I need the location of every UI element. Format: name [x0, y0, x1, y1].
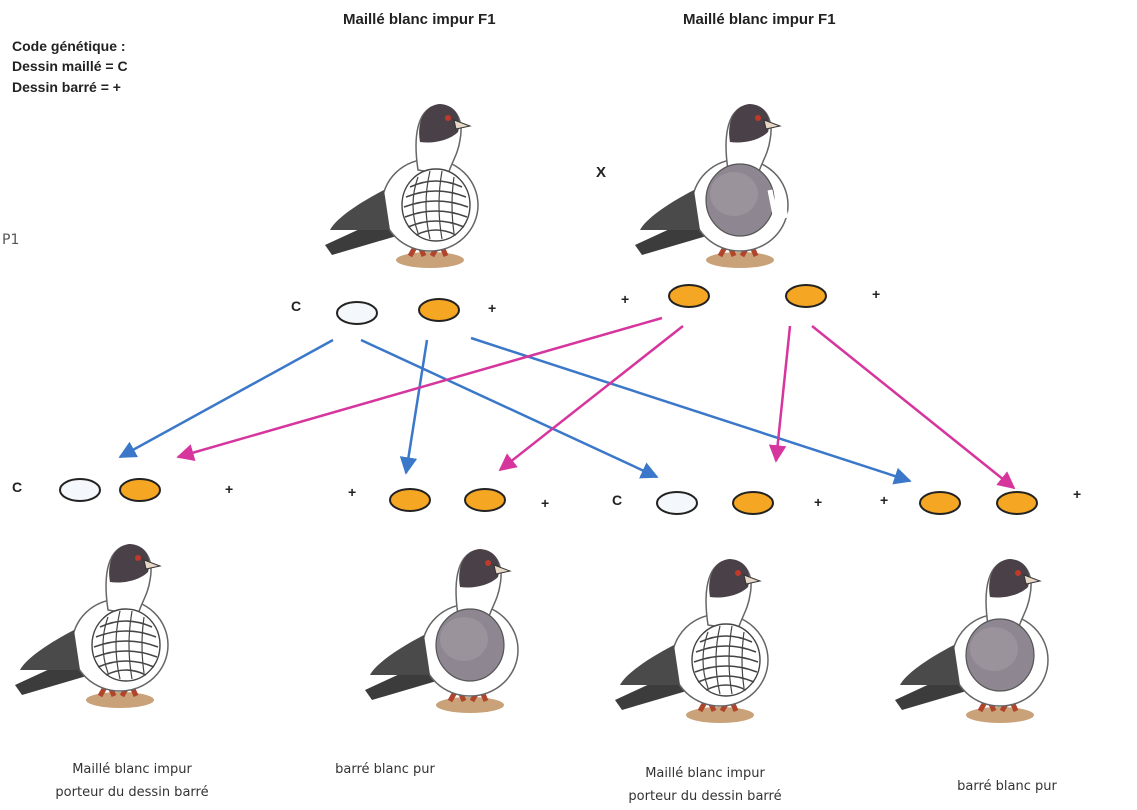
arrow	[470, 336, 912, 485]
allele-symbol: +	[348, 484, 356, 500]
offspring-3-alleles: C +	[612, 491, 822, 515]
allele-symbol: +	[872, 286, 880, 302]
allele-symbol: C	[612, 492, 622, 508]
caption-line: porteur du dessin barré	[55, 785, 208, 800]
arrow	[399, 339, 429, 475]
code-line-bar: Dessin barré = +	[12, 79, 121, 95]
offspring-1-alleles: C +	[12, 478, 233, 502]
pigeon-parent-right	[635, 104, 788, 268]
allele-symbol: +	[814, 494, 822, 510]
code-title: Code génétique :	[12, 38, 126, 54]
parent-right-title: Maillé blanc impur F1	[683, 11, 836, 28]
caption-line: barré blanc pur	[957, 779, 1057, 794]
allele-symbol: +	[621, 291, 629, 307]
allele-recessive	[656, 491, 698, 515]
allele-symbol: +	[541, 495, 549, 511]
offspring-1-caption: Maillé blanc impur porteur du dessin bar…	[55, 762, 208, 800]
genetic-code-legend: Code génétique : Dessin maillé = C Dessi…	[12, 38, 128, 95]
allele-symbol: +	[225, 481, 233, 497]
allele-symbol: C	[291, 298, 301, 314]
allele-dominant	[996, 491, 1038, 515]
arrow	[498, 325, 684, 472]
arrow	[768, 325, 792, 463]
allele-dominant	[119, 478, 161, 502]
arrow	[176, 316, 663, 462]
allele-recessive	[59, 478, 101, 502]
offspring-2-caption: barré blanc pur	[335, 762, 435, 777]
arrow	[360, 338, 659, 479]
allele-recessive	[336, 301, 378, 325]
allele-dominant	[919, 491, 961, 515]
parent-left-alleles: C +	[291, 298, 496, 325]
offspring-4-caption: barré blanc pur	[957, 779, 1057, 794]
caption-line: barré blanc pur	[335, 762, 435, 777]
pigeon-offspring-4	[895, 559, 1048, 723]
caption-line: Maillé blanc impur	[645, 766, 765, 781]
allele-symbol: +	[1073, 486, 1081, 502]
allele-dominant	[785, 284, 827, 308]
caption-line: porteur du dessin barré	[628, 789, 781, 804]
pigeon-offspring-1	[15, 544, 168, 708]
allele-symbol: +	[880, 492, 888, 508]
allele-dominant	[418, 298, 460, 322]
pigeon-parent-left	[325, 104, 478, 268]
arrow	[811, 325, 1016, 490]
code-line-checker: Dessin maillé = C	[12, 58, 128, 74]
pigeon-offspring-3	[615, 559, 768, 723]
offspring-3-caption: Maillé blanc impur porteur du dessin bar…	[628, 766, 781, 804]
allele-dominant	[389, 488, 431, 512]
allele-dominant	[668, 284, 710, 308]
parent-left-title: Maillé blanc impur F1	[343, 11, 496, 28]
mother-arrows	[176, 316, 1016, 490]
cross-symbol: X	[596, 164, 606, 181]
parent-right-alleles: + +	[621, 284, 880, 308]
allele-dominant	[732, 491, 774, 515]
allele-dominant	[464, 488, 506, 512]
pigeon-offspring-2	[365, 549, 518, 713]
caption-line: Maillé blanc impur	[72, 762, 192, 777]
allele-symbol: C	[12, 479, 22, 495]
offspring-2-alleles: + +	[348, 484, 549, 512]
arrow	[118, 338, 334, 459]
offspring-4-alleles: + +	[880, 486, 1081, 515]
allele-symbol: +	[488, 300, 496, 316]
generation-label: P1	[2, 232, 19, 248]
father-arrows	[118, 336, 912, 485]
